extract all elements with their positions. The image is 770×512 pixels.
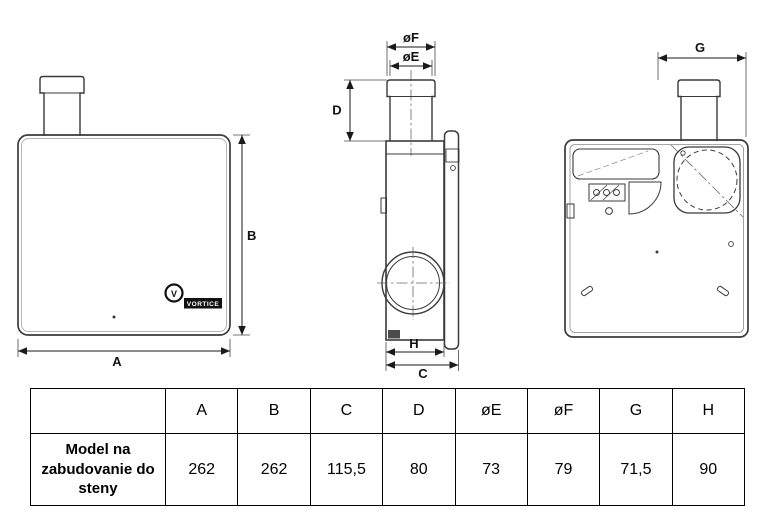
front-duct [39, 75, 85, 136]
value-of: 79 [526, 433, 601, 506]
header-d: D [382, 388, 456, 434]
vortice-logo: V VORTICE [164, 283, 222, 309]
dimension-e: øE [389, 49, 433, 76]
header-a: A [164, 388, 239, 434]
header-b: B [237, 388, 311, 434]
value-d: 80 [382, 433, 456, 506]
dim-g-label: G [695, 40, 705, 55]
model-name: Model na zabudovanie do steny [30, 433, 166, 506]
mounting-slots [580, 285, 730, 297]
dimension-b: B [233, 134, 256, 336]
vortice-logo-icon [164, 283, 184, 303]
header-of: øF [526, 388, 601, 434]
front-view: V VORTICE A B [17, 75, 256, 369]
rear-panel [564, 139, 749, 338]
mounting-flange [443, 130, 460, 350]
dimension-f: øF [386, 30, 436, 76]
terminal-block [588, 183, 626, 202]
value-h: 90 [671, 433, 746, 506]
table-header-row: A B C D øE øF G H [30, 388, 746, 434]
value-g: 71,5 [599, 433, 673, 506]
dimension-d: D [332, 79, 387, 142]
side-label-block [388, 330, 400, 339]
dim-h-label: H [409, 336, 418, 351]
header-g: G [599, 388, 673, 434]
dimension-h: H [385, 336, 445, 371]
side-view: øF øE D H C [332, 30, 460, 381]
dim-e-label: øE [403, 49, 420, 64]
dimension-c: C [386, 350, 459, 381]
rear-duct [677, 79, 721, 141]
side-duct [386, 79, 436, 141]
header-oe: øE [454, 388, 528, 434]
vortice-logo-v: V [171, 289, 177, 299]
dim-b-label: B [247, 228, 256, 243]
header-h: H [671, 388, 746, 434]
fan-opening [673, 146, 741, 214]
value-b: 262 [237, 433, 311, 506]
front-panel [17, 134, 231, 336]
table-row-model: Model na zabudovanie do steny 262 262 11… [30, 433, 746, 506]
value-c: 115,5 [309, 433, 384, 506]
cable-guide [628, 181, 662, 215]
impeller-dashed-circle [676, 149, 738, 211]
value-a: 262 [164, 433, 239, 506]
dimensions-table: A B C D øE øF G H Model na zabudovanie d… [30, 388, 746, 506]
dimension-g: G [657, 40, 747, 137]
dim-f-label: øF [403, 30, 419, 45]
drawing-views: V VORTICE A B [17, 30, 749, 381]
dim-d-label: D [332, 103, 341, 118]
header-empty [30, 388, 166, 434]
value-oe: 73 [454, 433, 528, 506]
dim-a-label: A [112, 354, 122, 369]
side-body [385, 140, 445, 341]
vortice-logo-text: VORTICE [187, 301, 220, 308]
cover-cutout [572, 148, 660, 180]
header-c: C [309, 388, 384, 434]
screw [605, 207, 613, 215]
dim-c-label: C [418, 366, 428, 381]
dimension-a: A [17, 339, 231, 369]
rear-view: G [564, 40, 749, 338]
